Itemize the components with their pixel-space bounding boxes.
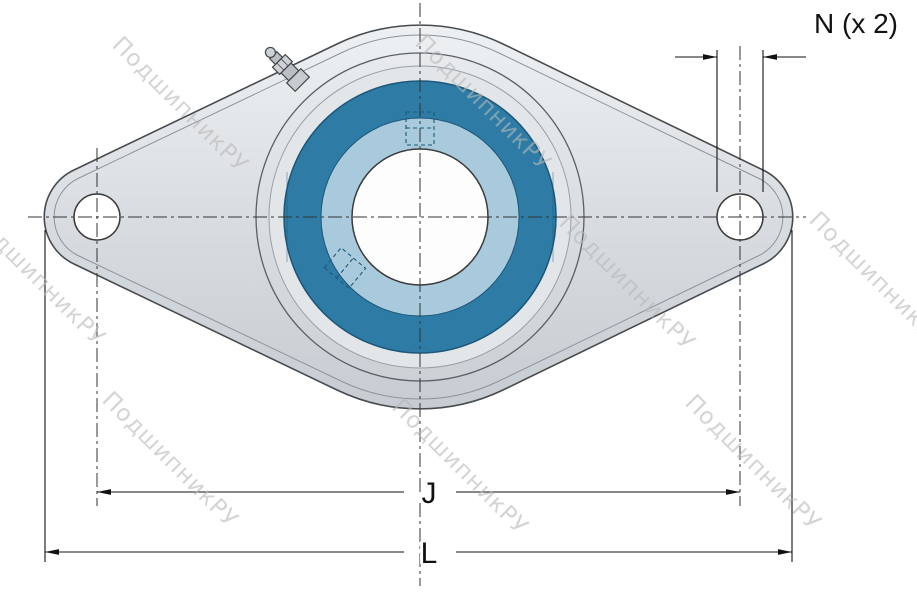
centerlines (28, 3, 806, 586)
watermark-text: ПодшипникРУ (680, 390, 826, 536)
dimension-l (44, 230, 793, 562)
dimension-j-label: J (422, 477, 437, 510)
grease-fitting-icon (264, 46, 311, 93)
watermark-text: ПодшипникРУ (387, 394, 533, 540)
dimension-l-label: L (421, 537, 438, 570)
watermark-text: ПодшипникРУ (97, 387, 243, 533)
dimension-n (675, 50, 806, 192)
housing-chamfer-line (53, 34, 784, 400)
bearing-insert (283, 80, 557, 354)
watermark-text: ПодшипникРУ (804, 207, 917, 353)
dimension-n-label: N (x 2) (814, 8, 898, 39)
